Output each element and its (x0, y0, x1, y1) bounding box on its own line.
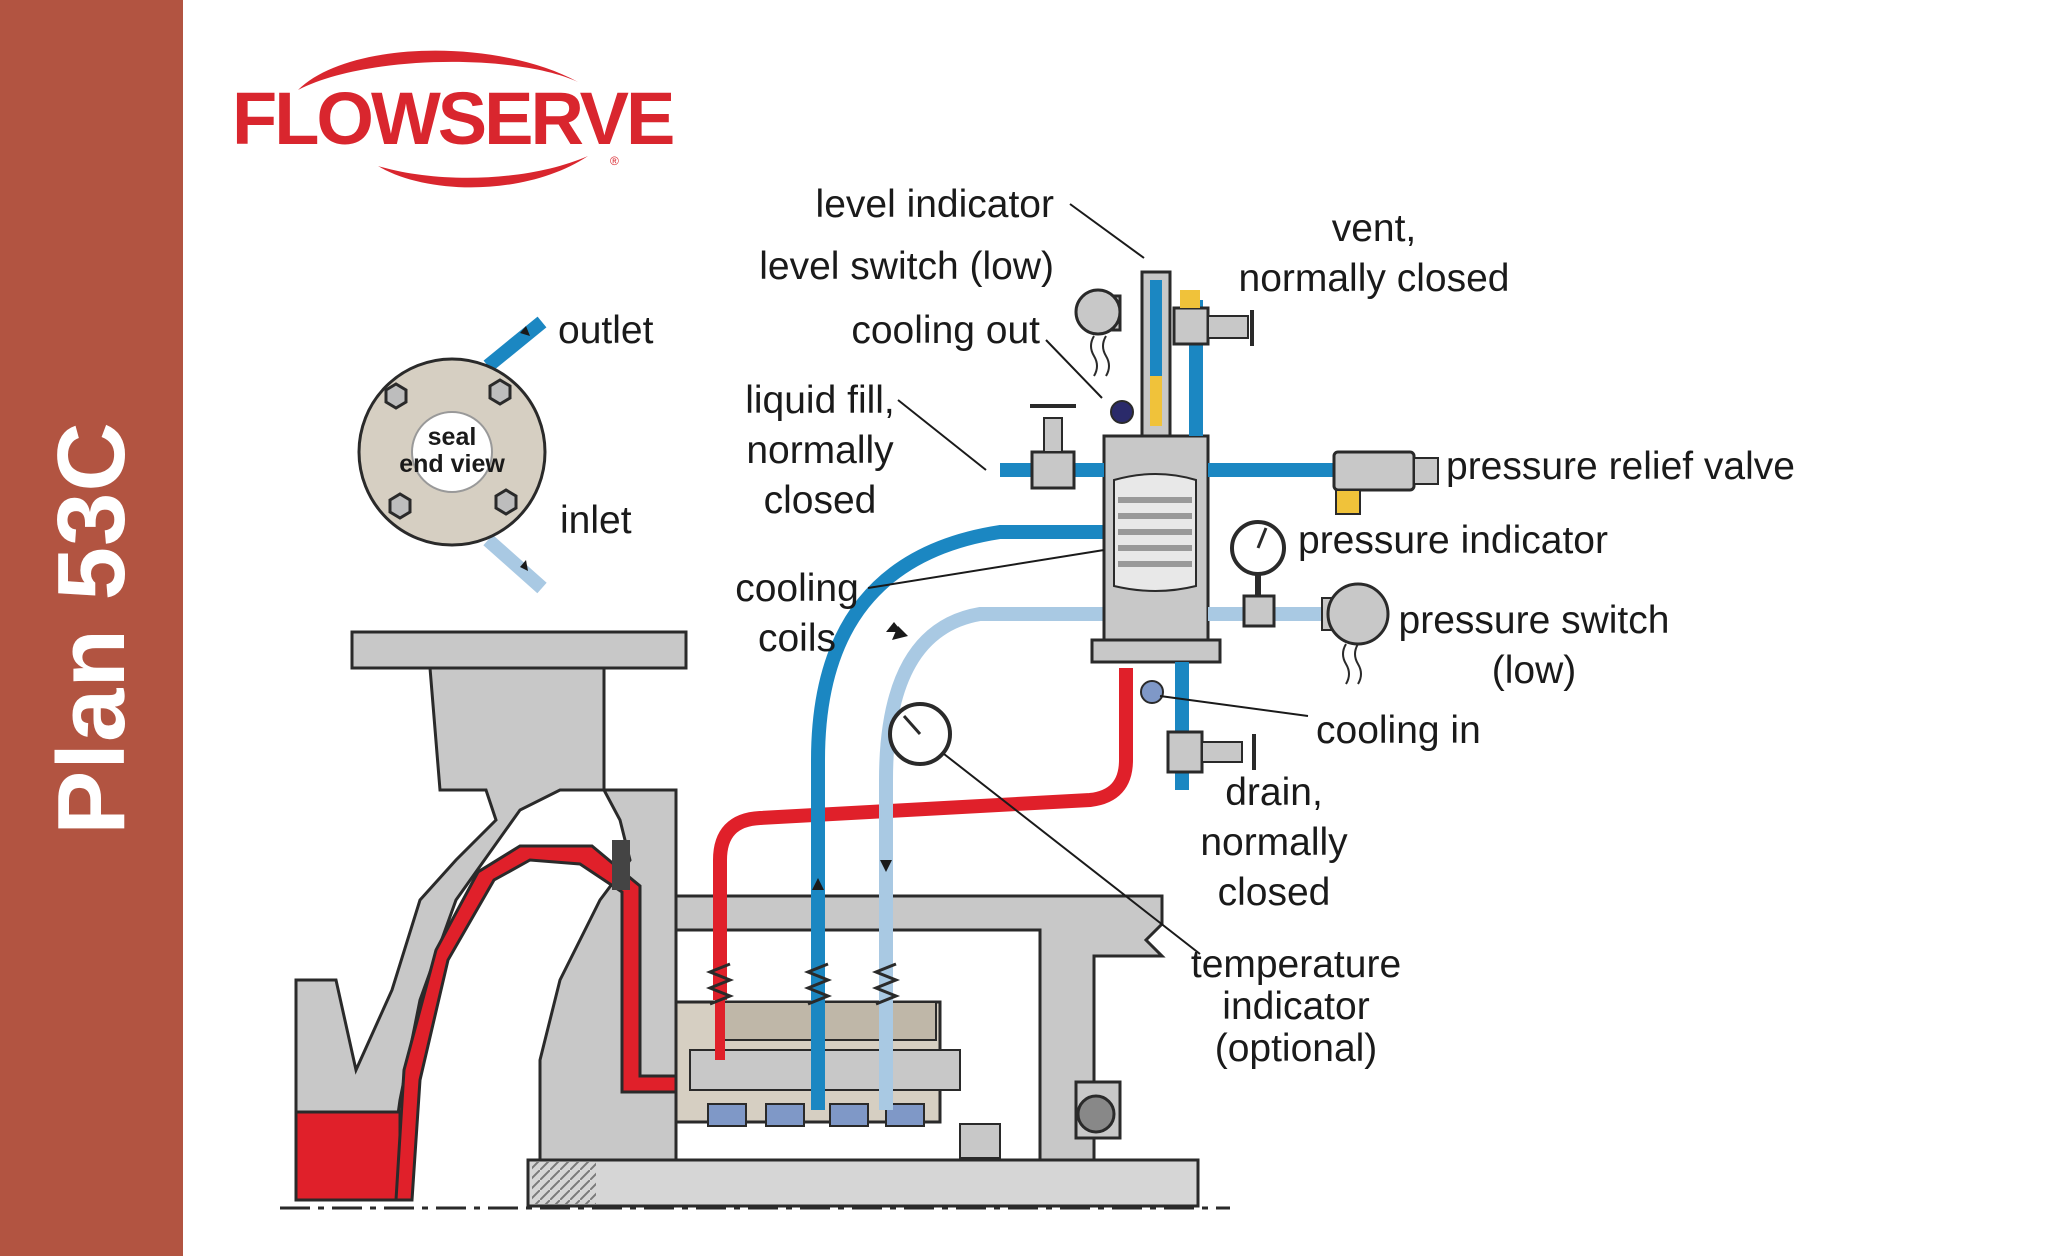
seal-face-1 (707, 1103, 747, 1127)
seal-end-view (357, 316, 547, 594)
temperature-indicator (888, 702, 952, 766)
pump-casing (294, 630, 688, 1202)
cooling-coils-label: cooling coils (735, 567, 859, 660)
cooling-coil-pipe-dark (811, 525, 1104, 1110)
pump-shaft (280, 1158, 1230, 1210)
pressure-relief-valve-label: pressure relief valve (1446, 445, 1795, 488)
bearing-bracket (674, 894, 1166, 1182)
drain-valve (1140, 662, 1256, 790)
pressure-switch-label: pressure switch (low) (1398, 599, 1670, 692)
seal-end-view-label: seal end view (399, 423, 505, 478)
inlet-pipe (483, 534, 547, 594)
seal-face-2 (765, 1103, 805, 1127)
gland-bolts (384, 378, 518, 520)
outlet-label: outlet (558, 309, 654, 352)
level-switch-label: level switch (low) (759, 245, 1054, 288)
pressure-switch (1208, 582, 1390, 685)
logo-swoosh (298, 50, 588, 188)
leader-lines (867, 203, 1309, 955)
drain-label: drain, normally closed (1200, 771, 1348, 914)
outlet-pipe (483, 316, 547, 372)
temperature-indicator-label: temperature indicator (optional) (1190, 943, 1402, 1070)
pressure-relief-valve (1208, 450, 1439, 515)
cooling-in-port (1140, 680, 1164, 704)
vent-valve-body (1172, 306, 1210, 346)
discharge-flange (350, 630, 688, 670)
liquid-fill-label: liquid fill, normally closed (745, 379, 895, 522)
pressure-indicator-label: pressure indicator (1298, 519, 1608, 562)
cooling-out-label: cooling out (851, 309, 1040, 352)
bladder-accumulator (1074, 270, 1254, 664)
seal-face-3 (829, 1103, 869, 1127)
logo-text: FLOWSERVE (232, 77, 675, 160)
seal-face-4 (885, 1103, 925, 1127)
casing-fluid (294, 1110, 402, 1202)
sidebar-band: Plan 53C (0, 0, 183, 1256)
cooling-coil-pipe-light (879, 607, 1104, 1110)
shaft-threads (532, 1162, 596, 1204)
set-screw-collar (959, 1123, 1001, 1159)
level-switch-ball (1110, 400, 1134, 424)
bearing-ball (1076, 1094, 1116, 1134)
pressure-indicator-gauge (1230, 520, 1286, 600)
barrier-fluid-pipe-red (713, 668, 1133, 1000)
seal-coils (705, 962, 901, 1006)
seal-bore (411, 411, 493, 493)
wear-ring (612, 840, 630, 890)
cooling-in-label: cooling in (1316, 709, 1481, 752)
inlet-label: inlet (560, 499, 632, 542)
flowserve-logo: FLOWSERVE ® (228, 46, 675, 196)
liquid-fill-valve (1000, 404, 1104, 490)
level-indicator-label: level indicator (815, 183, 1054, 226)
logo-registered-mark: ® (610, 154, 619, 168)
vent-label: vent, normally closed (1238, 207, 1510, 300)
